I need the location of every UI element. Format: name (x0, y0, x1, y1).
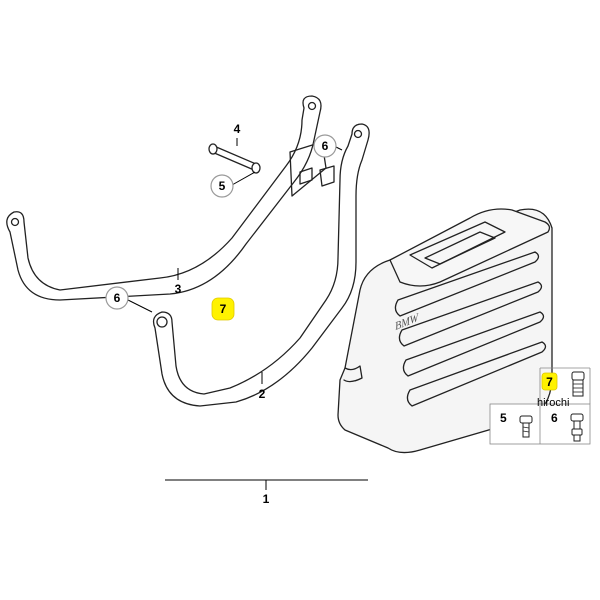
svg-text:7: 7 (220, 302, 227, 316)
svg-text:2: 2 (259, 387, 266, 401)
callout-6-upper[interactable]: 6 (313, 134, 337, 158)
svg-text:5: 5 (219, 179, 226, 193)
svg-text:5: 5 (500, 411, 507, 425)
svg-text:6: 6 (114, 291, 121, 305)
bracket-part-2 (152, 123, 370, 407)
callout-1[interactable]: 1 (263, 492, 270, 506)
callout-4[interactable]: 4 (234, 122, 241, 136)
spacer-part-icon (571, 371, 585, 397)
legend-item-7[interactable]: 7 (541, 371, 585, 397)
svg-text:6: 6 (551, 411, 558, 425)
legend-item-5[interactable]: 5 (500, 411, 533, 438)
svg-text:6: 6 (322, 139, 329, 153)
svg-text:3: 3 (175, 282, 182, 296)
small-parts-legend: 7 hirochi 5 6 (489, 367, 591, 445)
callout-6-left[interactable]: 6 (105, 286, 129, 310)
callout-7-highlight[interactable]: 7 (211, 297, 235, 321)
svg-text:7: 7 (546, 375, 553, 389)
callout-3[interactable]: 3 (175, 282, 182, 296)
pannier-case: BMW (337, 208, 553, 454)
svg-text:1: 1 (263, 492, 270, 506)
callout-5[interactable]: 5 (210, 174, 234, 198)
bolt-part-icon (570, 413, 584, 442)
callout-2[interactable]: 2 (259, 387, 266, 401)
svg-text:4: 4 (234, 122, 241, 136)
bracket-part-3 (6, 95, 327, 301)
watermark-text: hirochi (537, 397, 569, 409)
screw-part-icon (519, 415, 533, 438)
bolt-part-4 (208, 143, 261, 174)
leader-lines (127, 138, 368, 490)
legend-item-6[interactable]: 6 (551, 411, 584, 442)
